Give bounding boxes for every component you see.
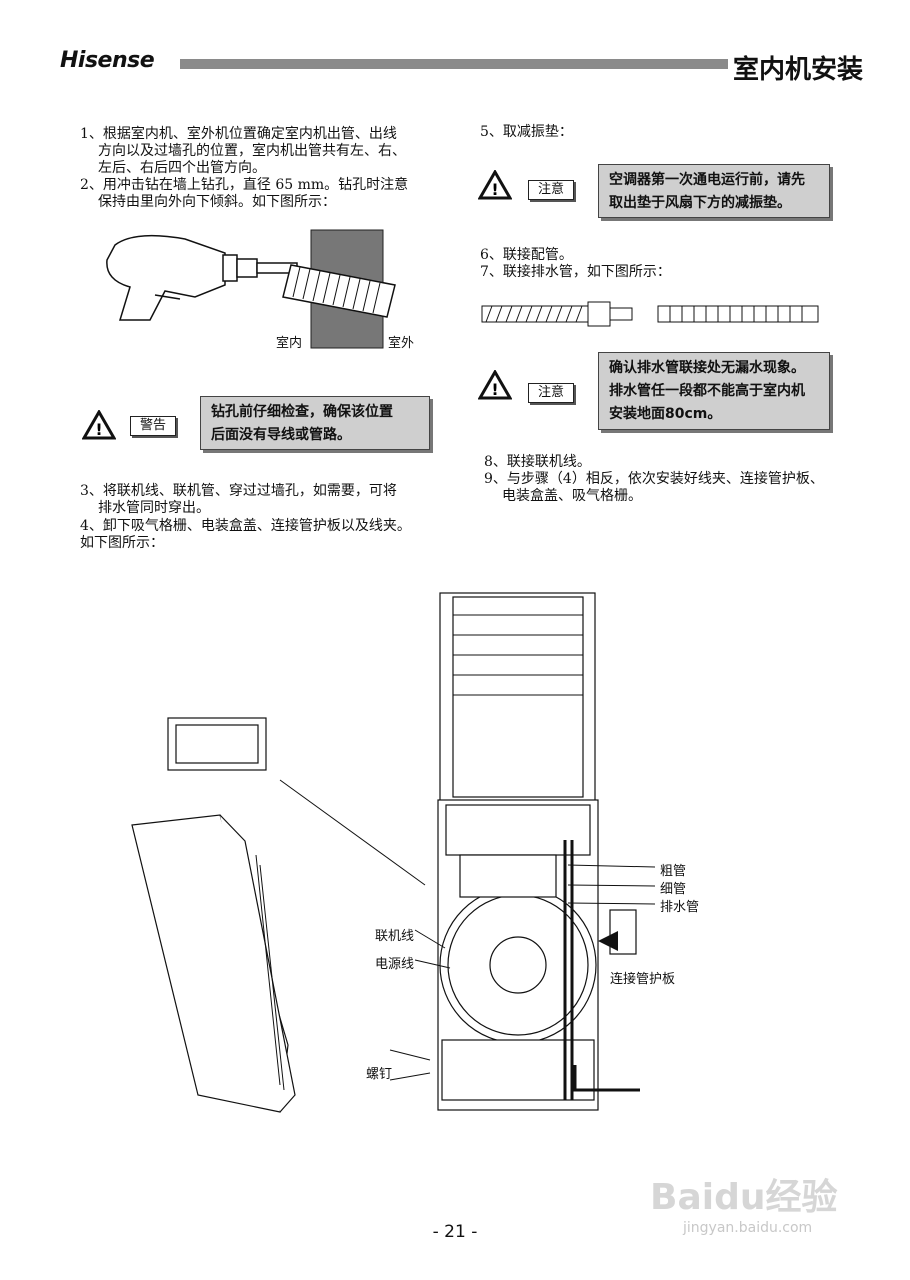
step-3: 3、将联机线、联机管、穿过过墙孔，如需要，可将 排水管同时穿出。 [80, 483, 397, 516]
svg-text:!: ! [491, 180, 498, 199]
warning-triangle-icon: ! [82, 410, 116, 440]
outdoor-label: 室外 [388, 336, 415, 351]
warning-box: 钻孔前仔细检查，确保该位置 后面没有导线或管路。 [200, 396, 430, 450]
screw-label: 螺钉 [366, 1067, 393, 1082]
brand-logo: Hisense [60, 48, 155, 73]
drain-pipe-label: 排水管 [660, 900, 700, 915]
power-wire-label: 电源线 [375, 957, 415, 972]
page-title: 室内机安装 [733, 55, 864, 85]
drill-illustration [106, 229, 396, 349]
caution-box-2: 确认排水管联接处无漏水现象。 排水管任一段都不能高于室内机 安装地面80cm。 [598, 352, 830, 430]
caution-tag: 注意 [528, 180, 574, 200]
watermark-url: jingyan.baidu.com [683, 1220, 813, 1236]
thin-pipe-label: 细管 [660, 882, 687, 897]
step-4: 4、卸下吸气格栅、电装盒盖、连接管护板以及线夹。 如下图所示： [80, 518, 411, 551]
pipe-cover-label: 连接管护板 [610, 972, 676, 987]
interconnect-wire-label: 联机线 [375, 929, 415, 944]
thick-pipe-label: 粗管 [660, 864, 687, 879]
step-7: 7、联接排水管，如下图所示： [480, 264, 671, 280]
caution-triangle-icon-2: ! [478, 370, 512, 400]
watermark-logo: Baidu经验 [650, 1177, 838, 1218]
indoor-unit-diagram [131, 592, 656, 1113]
warning-tag: 警告 [130, 416, 176, 436]
caution-triangle-icon: ! [478, 170, 512, 200]
svg-text:!: ! [491, 380, 498, 399]
step-1: 1、根据室内机、室外机位置确定室内机出管、出线 方向以及过墙孔的位置，室内机出管… [80, 126, 406, 176]
drain-hose-illustration [481, 301, 819, 327]
step-5: 5、取减振垫： [480, 124, 573, 140]
header-bar [180, 59, 728, 69]
step-6: 6、联接配管。 [480, 247, 573, 263]
step-8: 8、联接联机线。 [484, 454, 591, 470]
caution-tag-2: 注意 [528, 383, 574, 403]
page-number: - 21 - [432, 1222, 478, 1242]
step-2: 2、用冲击钻在墙上钻孔，直径 65 mm。钻孔时注意 保持由里向外向下倾斜。如下… [80, 177, 409, 210]
svg-text:!: ! [95, 420, 102, 439]
indoor-label: 室内 [276, 336, 303, 351]
step-9: 9、与步骤（4）相反，依次安装好线夹、连接管护板、 电装盒盖、吸气格栅。 [484, 471, 824, 504]
caution-box-1: 空调器第一次通电运行前，请先 取出垫于风扇下方的减振垫。 [598, 164, 830, 218]
